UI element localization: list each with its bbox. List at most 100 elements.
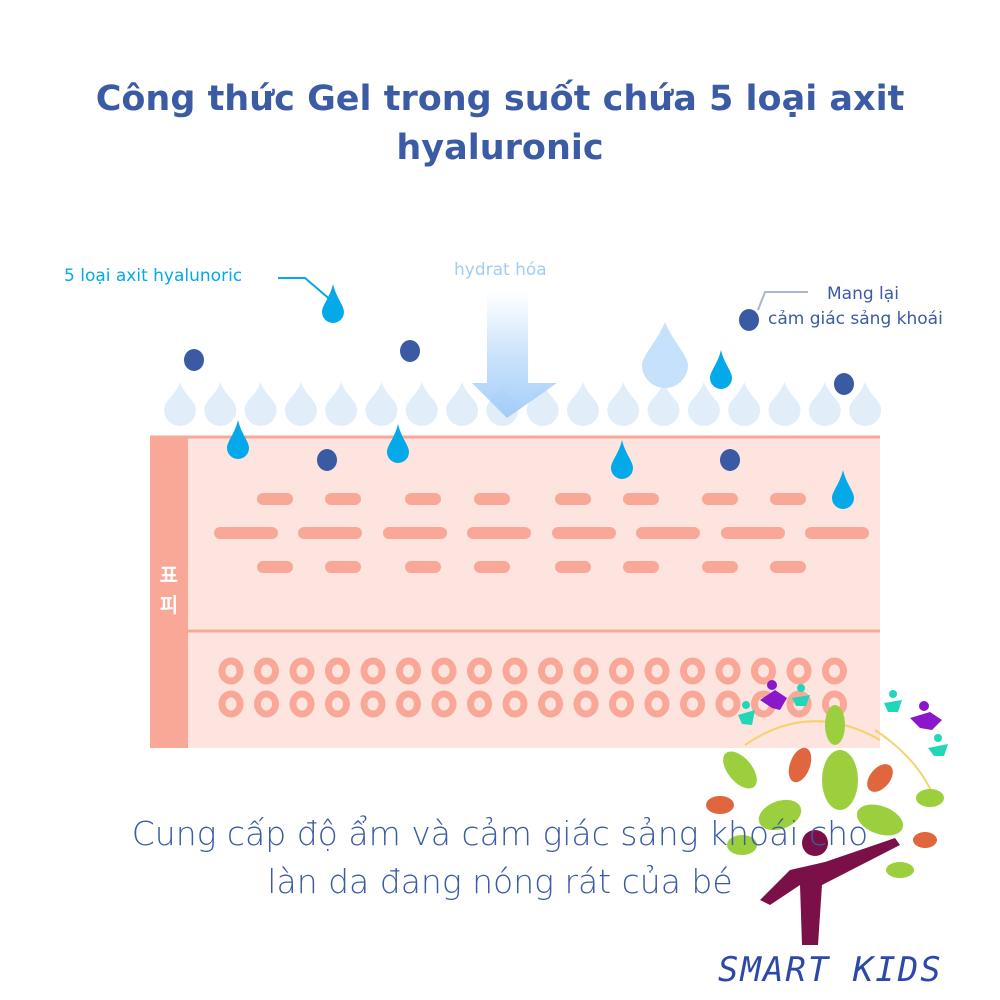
cell-ring [680,690,705,718]
cell-dash [467,527,531,539]
cell-ring [396,657,421,685]
gel-drop-icon [728,382,761,426]
layer-label-char-1: 표 [159,563,179,587]
cell-dash [325,493,361,505]
cell-ring [325,657,350,685]
gel-drop-icon [325,382,358,426]
gel-drop-row [164,382,882,426]
cell-dash [325,561,361,573]
gel-drop-icon [567,382,599,426]
layer-label-char-2: 피 [159,593,179,617]
caption-line-1: Cung cấp độ ẩm và cảm giác sảng khoái ch… [131,814,869,853]
cell-ring [467,657,492,685]
cell-dash [623,561,659,573]
cell-ring [360,690,386,718]
cell-ring [360,657,386,685]
cell-ring [254,690,279,718]
refresh-dots [184,309,854,471]
cell-dash [623,493,659,505]
gel-drop-icon [164,382,196,426]
refresh-label-line-1: Mang lại [827,284,899,304]
cell-rings [218,657,847,718]
cell-dash [721,527,785,539]
cell-ring [396,690,421,718]
cell-ring [573,690,599,718]
title-line-2: hyaluronic [396,128,604,168]
acid-drop-icon [322,284,344,323]
gel-drop-icon [647,382,680,426]
refresh-dot-icon [720,449,740,471]
gel-drop-icon [808,382,841,426]
cell-ring [751,657,776,685]
cell-dash [257,493,293,505]
cell-ring [289,690,315,718]
cell-dash [702,561,738,573]
acid-drop-icon [710,350,732,389]
cell-dashes [214,493,869,573]
cell-ring [502,657,528,685]
cell-ring [467,690,492,718]
cell-ring [573,657,599,685]
cell-ring [644,657,670,685]
cell-ring [431,657,457,685]
gel-drop-icon [284,382,317,426]
cell-ring [325,690,350,718]
refresh-dot-icon [834,373,854,395]
gel-drop-icon [526,382,559,426]
hydration-arrow-icon [472,292,557,418]
gel-drop-icon [768,382,801,426]
cell-dash [555,493,591,505]
logo-text: SMART KIDS [718,950,943,990]
cell-dash [702,493,738,505]
cell-dash [214,527,278,539]
cell-dash [474,561,510,573]
cell-dash [298,527,362,539]
cell-dash [405,493,441,505]
cell-ring [218,657,244,685]
cell-ring [715,657,741,685]
cell-dash [770,493,806,505]
epidermis-vertical-label: 표 피 [152,560,186,620]
cell-dash [383,527,447,539]
refresh-dot-icon [739,309,759,331]
gel-drop-icon [244,382,277,426]
cell-ring [538,690,563,718]
smart-kids-logo-icon [706,680,948,945]
gel-drop-icon [687,382,720,426]
cell-ring [644,690,670,718]
gel-drop-icon [365,382,398,426]
cell-ring [609,690,634,718]
acid-drop-icon [387,424,409,463]
title-line-1: Công thức Gel trong suốt chứa 5 loại axi… [95,79,905,119]
layer-label-bar [150,436,188,748]
acid-drop-icon [611,440,633,479]
cell-ring [715,690,741,718]
cell-dash [405,561,441,573]
cell-ring [822,657,847,685]
refresh-dot-icon [184,349,204,371]
acid-leader-line [278,277,334,303]
gel-drop-icon [446,382,479,426]
refresh-dot-icon [317,449,337,471]
large-pale-drop-icon [642,322,688,388]
cell-dash [257,561,293,573]
acids-label: 5 loại axit hyalunoric [64,266,243,286]
cell-dash [770,561,806,573]
cell-ring [431,690,457,718]
cell-dash [552,527,616,539]
cell-ring [538,657,563,685]
cell-dash [555,561,591,573]
cell-ring [786,690,812,718]
cell-ring [218,690,244,718]
cell-ring [680,657,705,685]
cell-dash [636,527,700,539]
gel-drop-icon [849,382,882,426]
cell-ring [609,657,634,685]
cell-ring [502,690,528,718]
gel-drop-icon [405,382,438,426]
cell-ring [786,657,812,685]
acid-drops [227,284,854,509]
refresh-label-line-2: cảm giác sảng khoái [768,309,943,329]
caption-line-2: làn da đang nóng rát của bé [267,862,733,901]
cell-dash [805,527,869,539]
